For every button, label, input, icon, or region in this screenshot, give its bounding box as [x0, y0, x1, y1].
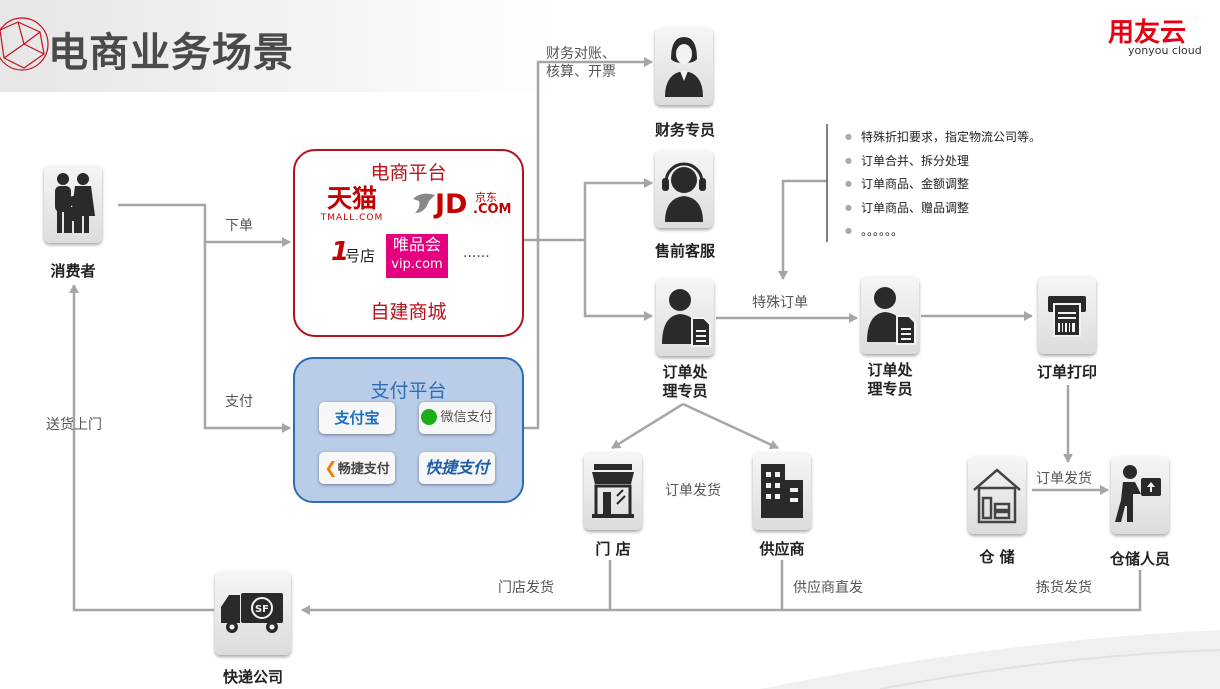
courier-tile: SF [215, 571, 291, 655]
edge-label-store-ship: 门店发货 [498, 580, 554, 596]
title-band [0, 0, 560, 92]
receipt-printer-icon [1048, 296, 1086, 337]
note-item: 订单商品、赠品调整 [845, 199, 1041, 223]
special-order-notes: 特殊折扣要求，指定物流公司等。 订单合并、拆分处理 订单商品、金额调整 订单商品… [845, 128, 1041, 246]
presales-label: 售前客服 [654, 242, 715, 260]
wechat-pay-badge: 微信支付 [419, 402, 495, 434]
clerk-document-icon [662, 289, 711, 347]
presales-tile [655, 150, 713, 228]
edge-label-finance-line1: 财务对账、 [546, 46, 616, 62]
special-order-clerk-tile [861, 276, 919, 354]
headset-agent-icon [662, 162, 706, 222]
finance-label: 财务专员 [654, 121, 715, 139]
platform-title: 电商平台 [370, 162, 447, 184]
changjie-pay-badge: ❮畅捷支付 [319, 452, 395, 484]
edge-label-finance-line2: 核算、开票 [546, 64, 616, 80]
jd-logo-com: .COM [473, 202, 512, 217]
supplier-label: 供应商 [759, 540, 805, 558]
edge-label-order: 下单 [225, 218, 253, 234]
jd-logo-cn: 京东 [475, 191, 497, 204]
female-staff-icon [665, 37, 703, 97]
edge-label-supplier-ship: 供应商直发 [793, 580, 863, 596]
tmall-logo-cn: 天猫 [326, 184, 377, 213]
store-label: 门 店 [595, 540, 631, 558]
quick-pay-badge: 快捷支付 [419, 452, 495, 484]
wechat-pay-text: 微信支付 [440, 410, 493, 425]
network-sphere-icon [0, 17, 49, 71]
worker-carrying-box-icon [1115, 465, 1161, 522]
warehouse-icon [973, 468, 1021, 524]
edge-label-pay: 支付 [225, 394, 253, 410]
ecommerce-platform-box: 电商平台 天猫 TMALL.COM JD 京东 .COM 1 号店 唯品会 vi… [293, 149, 524, 337]
special-order-clerk-label-line2: 理专员 [867, 380, 913, 398]
supplier-tile [753, 452, 811, 530]
page-title: 电商业务场景 [48, 30, 294, 76]
note-item: 订单商品、金额调整 [845, 175, 1041, 199]
edge-label-finance: 财务对账、 核算、开票 [546, 45, 616, 81]
edge-label-delivery: 送货上门 [46, 417, 102, 433]
edge-label-order-ship-warehouse: 订单发货 [1036, 471, 1092, 487]
yhd-logo: 1 号店 [331, 237, 379, 271]
yhd-logo-num: 1 [331, 237, 350, 267]
warehouse-tile [968, 456, 1026, 534]
vip-logo-cn: 唯品会 [392, 235, 441, 254]
special-order-clerk-label: 订单处 理专员 [845, 361, 935, 399]
changjie-pay-text: 畅捷支付 [337, 462, 390, 477]
wechat-check-icon [421, 408, 438, 425]
brand-logo: 用友云 [1108, 18, 1187, 48]
alipay-badge: 支付宝 [319, 402, 395, 434]
store-tile [584, 452, 642, 530]
courier-label: 快递公司 [222, 668, 283, 686]
platform-footer: 自建商城 [370, 301, 447, 323]
family-icon [55, 173, 95, 233]
jd-dog-icon [413, 193, 435, 213]
finance-tile [655, 27, 713, 105]
consumer-tile [44, 165, 102, 243]
order-clerk-label-line1: 订单处 [662, 363, 708, 381]
brand-logo-subtitle: yonyou cloud [1128, 44, 1202, 57]
special-order-clerk-label-line1: 订单处 [867, 361, 913, 379]
pay-title: 支付平台 [370, 380, 447, 402]
warehouse-label: 仓 储 [979, 548, 1015, 566]
consumer-label: 消费者 [50, 262, 96, 280]
note-item: 特殊折扣要求，指定物流公司等。 [845, 128, 1041, 152]
order-print-tile [1038, 276, 1096, 354]
warehouse-staff-tile [1111, 456, 1169, 534]
delivery-truck-icon: SF [221, 593, 283, 633]
more-platforms-ellipsis: ...... [463, 245, 490, 261]
order-print-label: 订单打印 [1036, 363, 1097, 381]
vip-logo: 唯品会 vip.com [386, 234, 448, 278]
order-clerk-label-line2: 理专员 [662, 382, 708, 400]
note-item: 。。。。。。 [845, 222, 1041, 246]
tmall-logo: 天猫 TMALL.COM [315, 184, 389, 224]
edge-label-pick-ship: 拣货发货 [1036, 580, 1092, 596]
tmall-logo-en: TMALL.COM [320, 213, 384, 223]
building-icon [761, 464, 803, 518]
warehouse-staff-label: 仓储人员 [1109, 550, 1170, 568]
clerk-document-icon [867, 287, 916, 345]
order-clerk-tile [656, 278, 714, 356]
order-clerk-label: 订单处 理专员 [640, 363, 730, 401]
edge-label-special-order: 特殊订单 [752, 295, 808, 311]
yhd-logo-text: 号店 [345, 247, 376, 265]
note-item: 订单合并、拆分处理 [845, 152, 1041, 176]
svg-text:SF: SF [255, 604, 269, 615]
vip-logo-en: vip.com [391, 257, 443, 272]
edge-label-order-ship-store: 订单发货 [665, 483, 721, 499]
decorative-ribbon [760, 630, 1220, 689]
payment-platform-box: 支付平台 支付宝 微信支付 ❮畅捷支付 快捷支付 [293, 357, 524, 503]
changjie-logo-icon: ❮ [324, 458, 338, 477]
jd-logo: JD 京东 .COM [411, 187, 511, 221]
jd-logo-mark: JD [435, 189, 468, 220]
storefront-icon [592, 464, 634, 518]
